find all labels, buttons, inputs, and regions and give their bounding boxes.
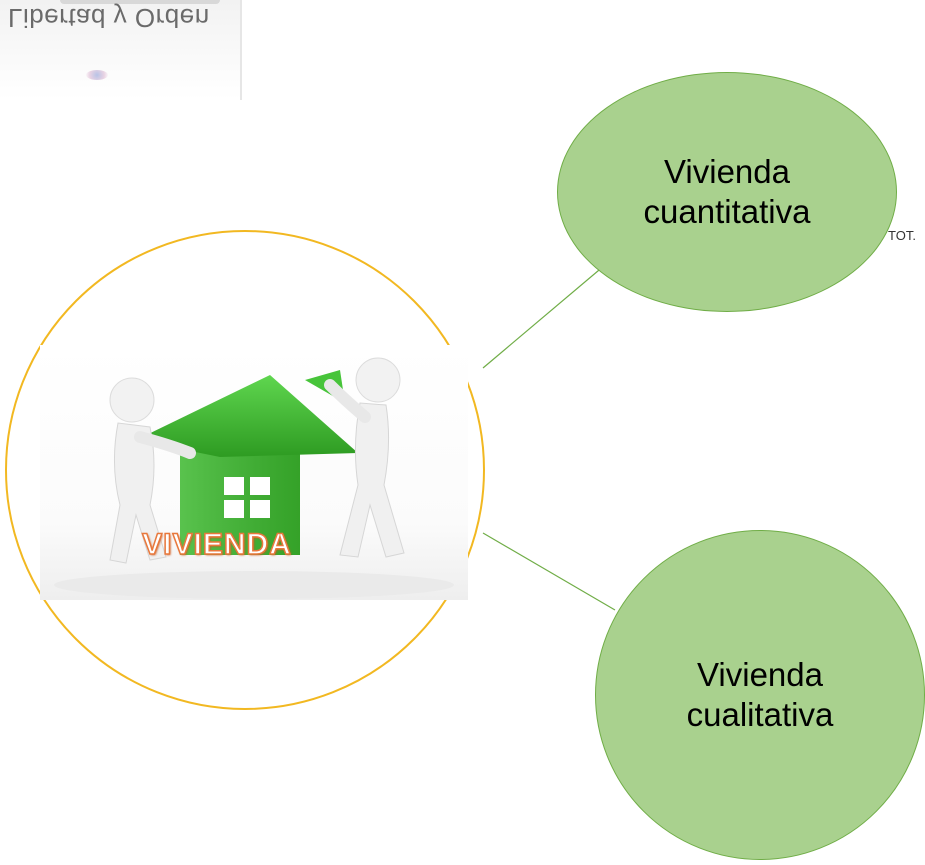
people-building-house-icon — [54, 357, 454, 599]
node-label-cuantitativa: Vivienda cuantitativa — [643, 153, 811, 230]
connector-bottom — [482, 532, 616, 611]
watermark-emblem — [86, 70, 108, 80]
center-label: VIVIENDA — [141, 527, 292, 562]
stray-text: TOT. — [888, 228, 916, 243]
node-vivienda-cualitativa: Vivienda cualitativa — [595, 530, 925, 860]
house-illustration — [40, 345, 468, 600]
node-vivienda-cuantitativa: Vivienda cuantitativa — [557, 72, 897, 312]
watermark-logo: Libertad y Orden — [0, 0, 242, 100]
node-label-cualitativa: Vivienda cualitativa — [686, 656, 834, 733]
connector-top — [482, 264, 606, 369]
watermark-bar — [60, 0, 220, 4]
